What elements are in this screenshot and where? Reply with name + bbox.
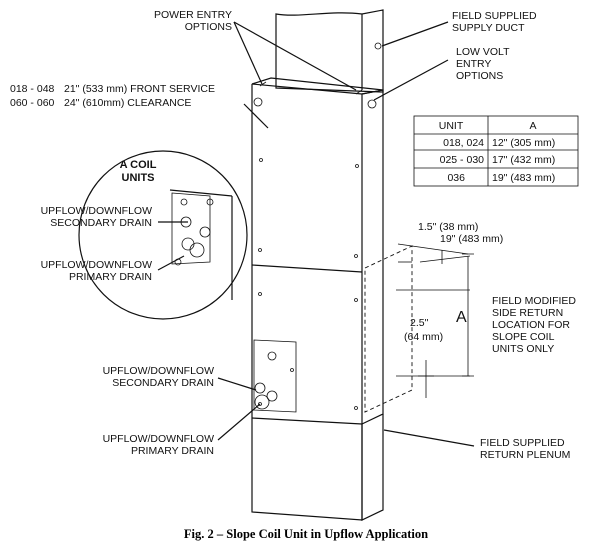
clearance-model-1: 018 - 048 [10, 83, 55, 95]
supply-duct-label: FIELD SUPPLIED [452, 10, 537, 22]
a-coil-label-2: UNITS [122, 172, 155, 184]
dim-1-5-label: 1.5" (38 mm) [418, 221, 478, 233]
dimension-table: UNIT A 018, 024 12" (305 mm) 025 - 030 1… [413, 115, 579, 187]
air-handler-cabinet [251, 77, 384, 521]
table-cell: 12" (305 mm) [492, 137, 555, 149]
dim-a-label: A [456, 309, 467, 326]
table-cell: 17" (432 mm) [492, 154, 555, 166]
clearance-model-2: 060 - 060 [10, 97, 55, 109]
low-volt-label: LOW VOLT [456, 46, 510, 58]
circle-secondary-drain-label-2: SECONDARY DRAIN [50, 217, 152, 229]
clearance-dim-2: 24" (610mm) CLEARANCE [64, 97, 191, 109]
supply-duct-label-2: SUPPLY DUCT [452, 22, 525, 34]
lower-secondary-drain-label-2: SECONDARY DRAIN [112, 377, 214, 389]
power-entry-label: POWER ENTRY [154, 9, 232, 21]
side-return-outline [364, 245, 413, 413]
lower-secondary-drain-label: UPFLOW/DOWNFLOW [103, 365, 214, 377]
detail-magnifier [78, 150, 248, 320]
supply-duct [275, 9, 384, 93]
table-header-unit: UNIT [439, 120, 464, 132]
low-volt-label-2: ENTRY [456, 58, 491, 70]
field-modified-label: FIELD MODIFIED [492, 295, 576, 307]
circle-secondary-drain-label: UPFLOW/DOWNFLOW [41, 205, 152, 217]
power-entry-label-2: OPTIONS [185, 21, 232, 33]
dim-19-label: 19" (483 mm) [440, 233, 503, 245]
return-plenum-label: FIELD SUPPLIED [480, 437, 565, 449]
table-cell: 19" (483 mm) [492, 172, 555, 184]
field-modified-label-5: UNITS ONLY [492, 343, 554, 355]
a-coil-label: A COIL [120, 159, 157, 171]
circle-primary-drain-label-2: PRIMARY DRAIN [69, 271, 152, 283]
leader-lines [157, 21, 475, 447]
clearance-dim-1: 21" (533 mm) FRONT SERVICE [64, 83, 215, 95]
figure-caption: Fig. 2 – Slope Coil Unit in Upflow Appli… [184, 527, 428, 541]
dim-2-5-label: 2.5" [410, 317, 429, 329]
return-plenum-label-2: RETURN PLENUM [480, 449, 570, 461]
table-cell: 018, 024 [443, 137, 484, 149]
circle-primary-drain-label: UPFLOW/DOWNFLOW [41, 259, 152, 271]
dim-2-5-label-2: (64 mm) [404, 331, 443, 343]
drain-panel-lower [253, 339, 297, 413]
table-cell: 036 [447, 172, 465, 184]
field-modified-label-4: SLOPE COIL [492, 331, 555, 343]
low-volt-label-3: OPTIONS [456, 70, 503, 82]
field-modified-label-2: SIDE RETURN [492, 307, 563, 319]
field-modified-label-3: LOCATION FOR [492, 319, 570, 331]
table-header-a: A [529, 120, 536, 132]
labels: POWER ENTRY OPTIONS FIELD SUPPLIED SUPPL… [10, 9, 576, 461]
lower-primary-drain-label-2: PRIMARY DRAIN [131, 445, 214, 457]
table-cell: 025 - 030 [440, 154, 485, 166]
lower-primary-drain-label: UPFLOW/DOWNFLOW [103, 433, 214, 445]
